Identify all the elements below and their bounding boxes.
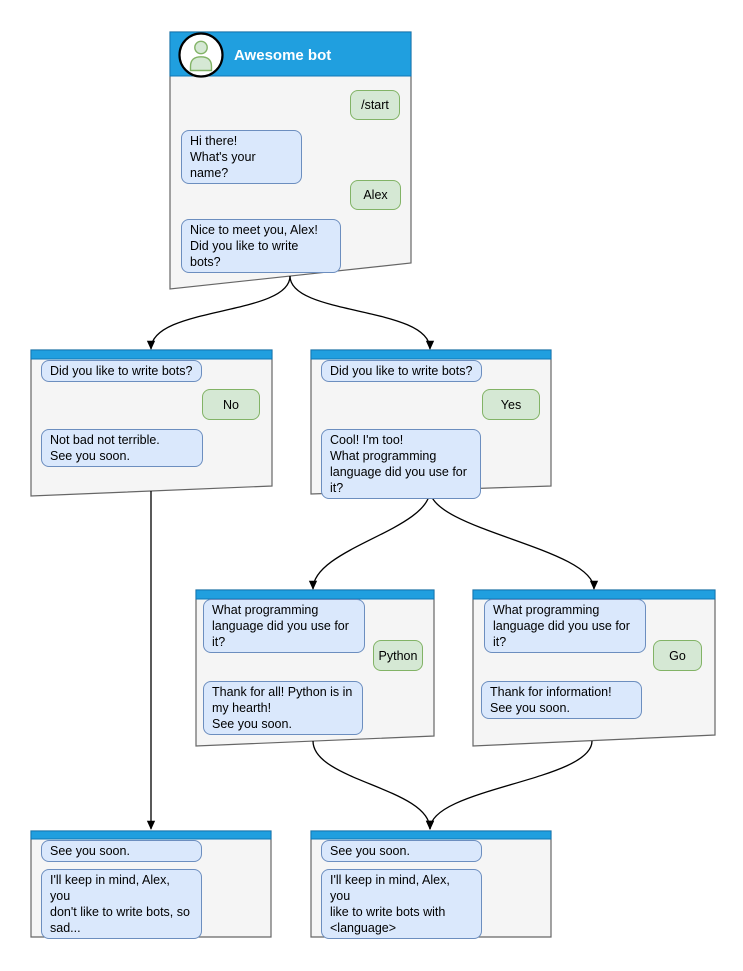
bot-message-bubble: Thank for information! See you soon. (481, 681, 642, 719)
user-message-bubble: Go (653, 640, 702, 671)
bot-message-bubble: Cool! I'm too! What programming language… (321, 429, 481, 499)
bot-message-bubble: See you soon. (41, 840, 202, 862)
window-header-bar (30, 830, 272, 840)
window-header-bar (195, 589, 435, 600)
bot-message-bubble: Did you like to write bots? (41, 360, 202, 382)
bot-message-bubble: I'll keep in mind, Alex, you don't like … (41, 869, 202, 939)
bot-message-bubble: See you soon. (321, 840, 482, 862)
window-header-bar (30, 349, 273, 360)
window-header-bar (472, 589, 716, 600)
user-message-bubble: /start (350, 90, 400, 120)
bot-name-title: Awesome bot (234, 47, 332, 64)
bot-message-bubble: Not bad not terrible. See you soon. (41, 429, 203, 467)
window-header-bar (310, 830, 552, 840)
bot-message-bubble: What programming language did you use fo… (484, 599, 646, 653)
bot-message-bubble: Thank for all! Python is in my hearth! S… (203, 681, 363, 735)
user-message-bubble: Python (373, 640, 423, 671)
bot-message-bubble: What programming language did you use fo… (203, 599, 365, 653)
user-message-bubble: Yes (482, 389, 540, 420)
bot-message-bubble: Hi there! What's your name? (181, 130, 302, 184)
person-icon (189, 40, 213, 72)
user-message-bubble: No (202, 389, 260, 420)
bot-message-bubble: Nice to meet you, Alex! Did you like to … (181, 219, 341, 273)
bot-message-bubble: I'll keep in mind, Alex, you like to wri… (321, 869, 482, 939)
bot-message-bubble: Did you like to write bots? (321, 360, 482, 382)
avatar (178, 32, 224, 78)
window-header-bar (310, 349, 552, 360)
user-message-bubble: Alex (350, 180, 401, 210)
